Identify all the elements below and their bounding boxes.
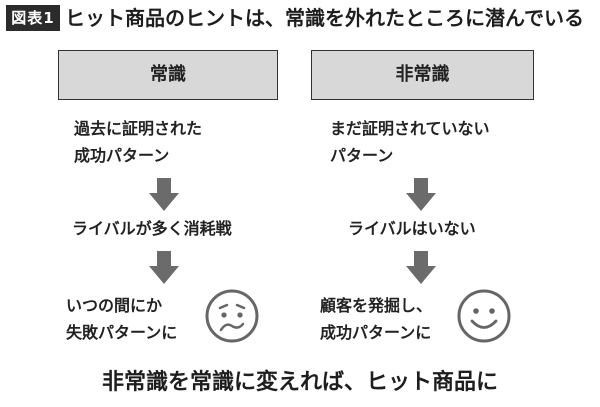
right-step3-line1: 顧客を発掘し、: [320, 296, 433, 315]
right-step1-line1: まだ証明されていない: [330, 119, 490, 138]
conclusion-text: 非常識を常識に変えれば、ヒット商品に: [101, 370, 498, 395]
sad-face-icon: [205, 289, 259, 343]
left-step1-line1: 過去に証明された: [74, 119, 203, 138]
figure-badge: 図表1: [6, 5, 60, 31]
left-down-arrow-1-icon: [149, 178, 179, 211]
header-box-common-sense: 常識: [58, 50, 278, 100]
right-step1-line2: パターン: [330, 146, 394, 165]
right-down-arrow-2-icon: [406, 251, 436, 284]
header-box-non-common-sense: 非常識: [311, 50, 534, 100]
smile-face-icon: [457, 289, 511, 343]
right-down-arrow-1-icon: [406, 178, 436, 211]
right-step2: ライバルはいない: [348, 219, 476, 238]
figure-title: ヒット商品のヒントは、常識を外れたところに潜んでいる: [65, 6, 584, 30]
left-step2: ライバルが多く消耗戦: [72, 219, 232, 238]
left-step1-line2: 成功パターン: [74, 146, 170, 165]
left-down-arrow-2-icon: [149, 251, 179, 284]
right-step3-line2: 成功パターンに: [320, 323, 432, 342]
left-step3-line2: 失敗パターンに: [66, 323, 178, 342]
left-step3-line1: いつの間にか: [66, 296, 163, 315]
